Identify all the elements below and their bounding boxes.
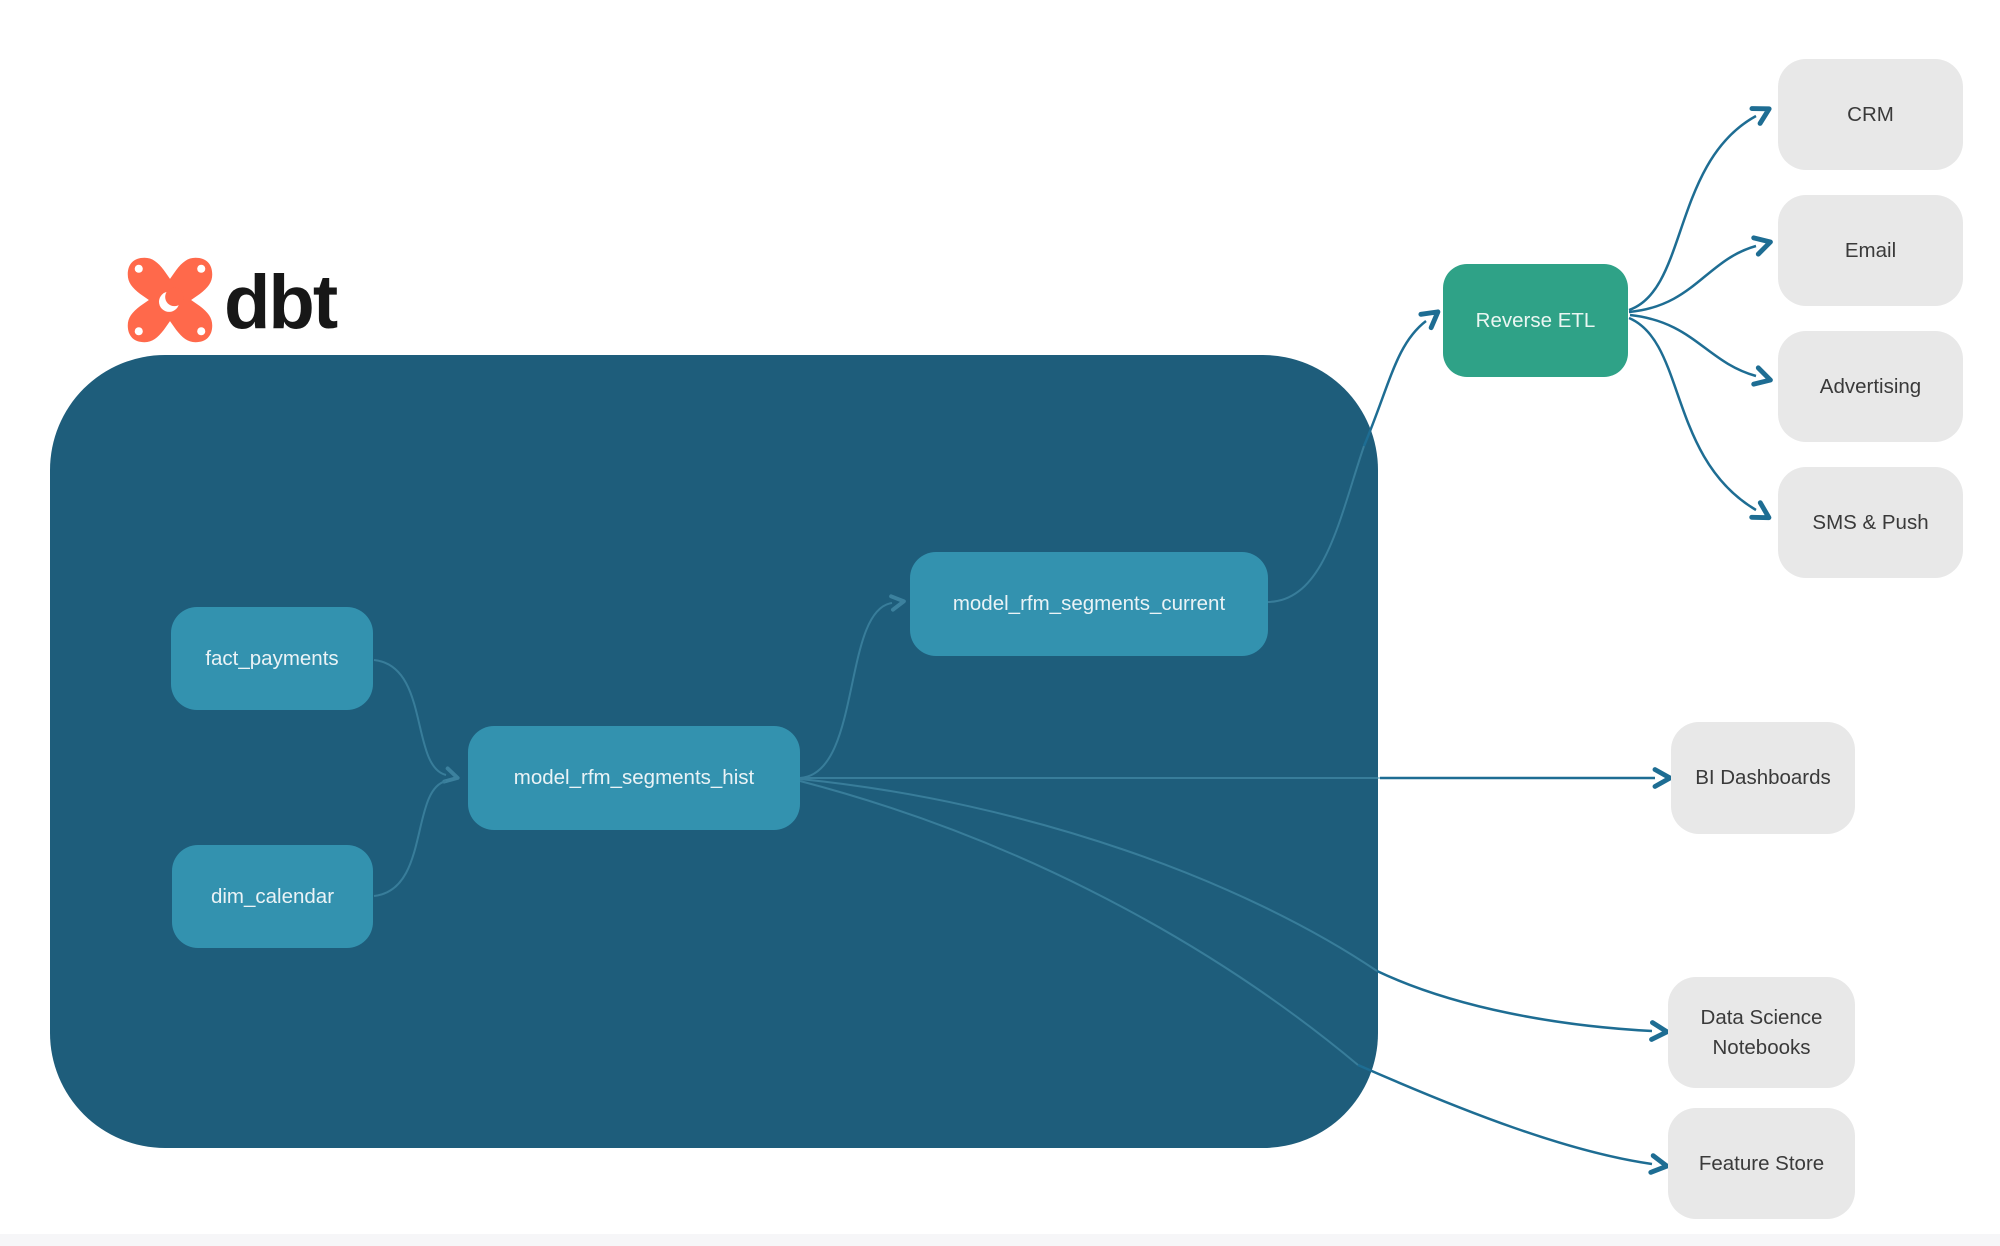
node-reverse-etl: Reverse ETL	[1443, 264, 1628, 377]
node-advertising: Advertising	[1778, 331, 1963, 442]
edge-retl-to-advertising	[1629, 313, 1773, 387]
dbt-logo-wordmark: dbt	[224, 260, 338, 345]
node-dim-calendar: dim_calendar	[172, 845, 373, 948]
node-model-rfm-segments-current: model_rfm_segments_current	[910, 552, 1268, 656]
dbt-logo-icon	[127, 257, 213, 343]
edge-hist-to-dsn	[1376, 969, 1670, 1042]
node-bi-dashboards: BI Dashboards	[1671, 722, 1855, 834]
node-label: model_rfm_segments_current	[952, 592, 1226, 616]
bottom-edge-strip	[0, 1234, 2000, 1246]
node-label: Data Science Notebooks	[1700, 1005, 1823, 1059]
node-label: CRM	[1847, 102, 1894, 126]
node-sms-push: SMS & Push	[1778, 467, 1963, 578]
node-model-rfm-segments-hist: model_rfm_segments_hist	[468, 726, 800, 830]
edge-current-to-retl	[1362, 309, 1441, 447]
node-feature-store: Feature Store	[1668, 1108, 1855, 1219]
node-crm: CRM	[1778, 59, 1963, 170]
node-label: Feature Store	[1698, 1151, 1825, 1175]
node-label: fact_payments	[205, 646, 339, 670]
node-label: model_rfm_segments_hist	[513, 766, 755, 790]
dbt-logo: dbt	[126, 255, 338, 345]
edge-hist-to-fs	[1357, 1063, 1670, 1175]
edge-retl-to-sms	[1628, 316, 1772, 521]
edge-retl-to-crm	[1628, 106, 1772, 312]
node-email: Email	[1778, 195, 1963, 306]
node-label: dim_calendar	[210, 884, 335, 908]
node-label: Advertising	[1819, 374, 1922, 398]
node-label: BI Dashboards	[1695, 766, 1831, 790]
node-label: Reverse ETL	[1475, 308, 1596, 332]
node-label: SMS & Push	[1812, 510, 1929, 534]
node-data-science-notebooks: Data Science Notebooks	[1668, 977, 1855, 1088]
node-fact-payments: fact_payments	[171, 607, 373, 710]
edge-retl-to-email	[1628, 235, 1773, 314]
node-label: Email	[1844, 238, 1897, 262]
